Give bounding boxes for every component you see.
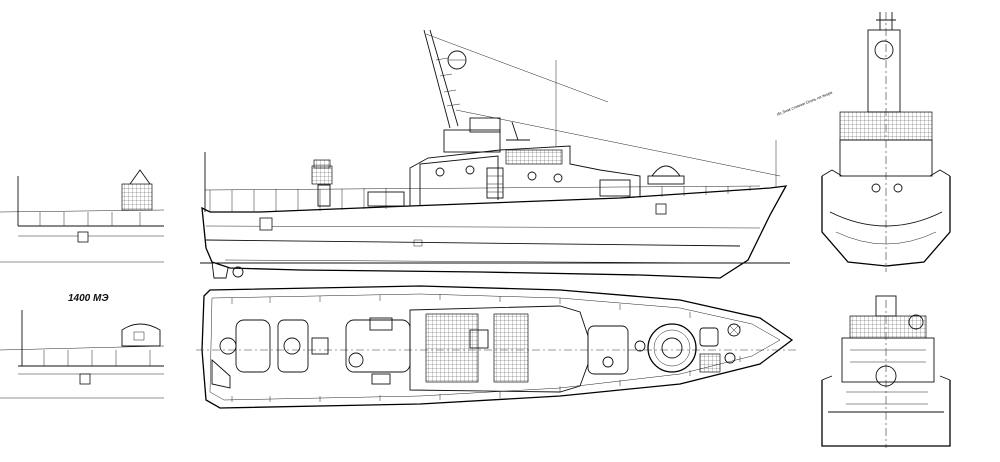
main-mast: [423, 29, 451, 129]
deck-outline: [201, 285, 794, 409]
aft-profile-variant-1: [0, 169, 165, 263]
gun-ring: [647, 323, 697, 373]
aft-profile-variant-2: [0, 310, 165, 399]
plan-view: [196, 285, 798, 409]
hull-outline: [201, 185, 788, 279]
model-label: 1400 МЭ: [68, 293, 109, 304]
superstructure: [409, 145, 641, 206]
stern-view: [821, 295, 951, 448]
bow-front-view: [821, 12, 951, 272]
side-profile-view: [200, 29, 790, 279]
